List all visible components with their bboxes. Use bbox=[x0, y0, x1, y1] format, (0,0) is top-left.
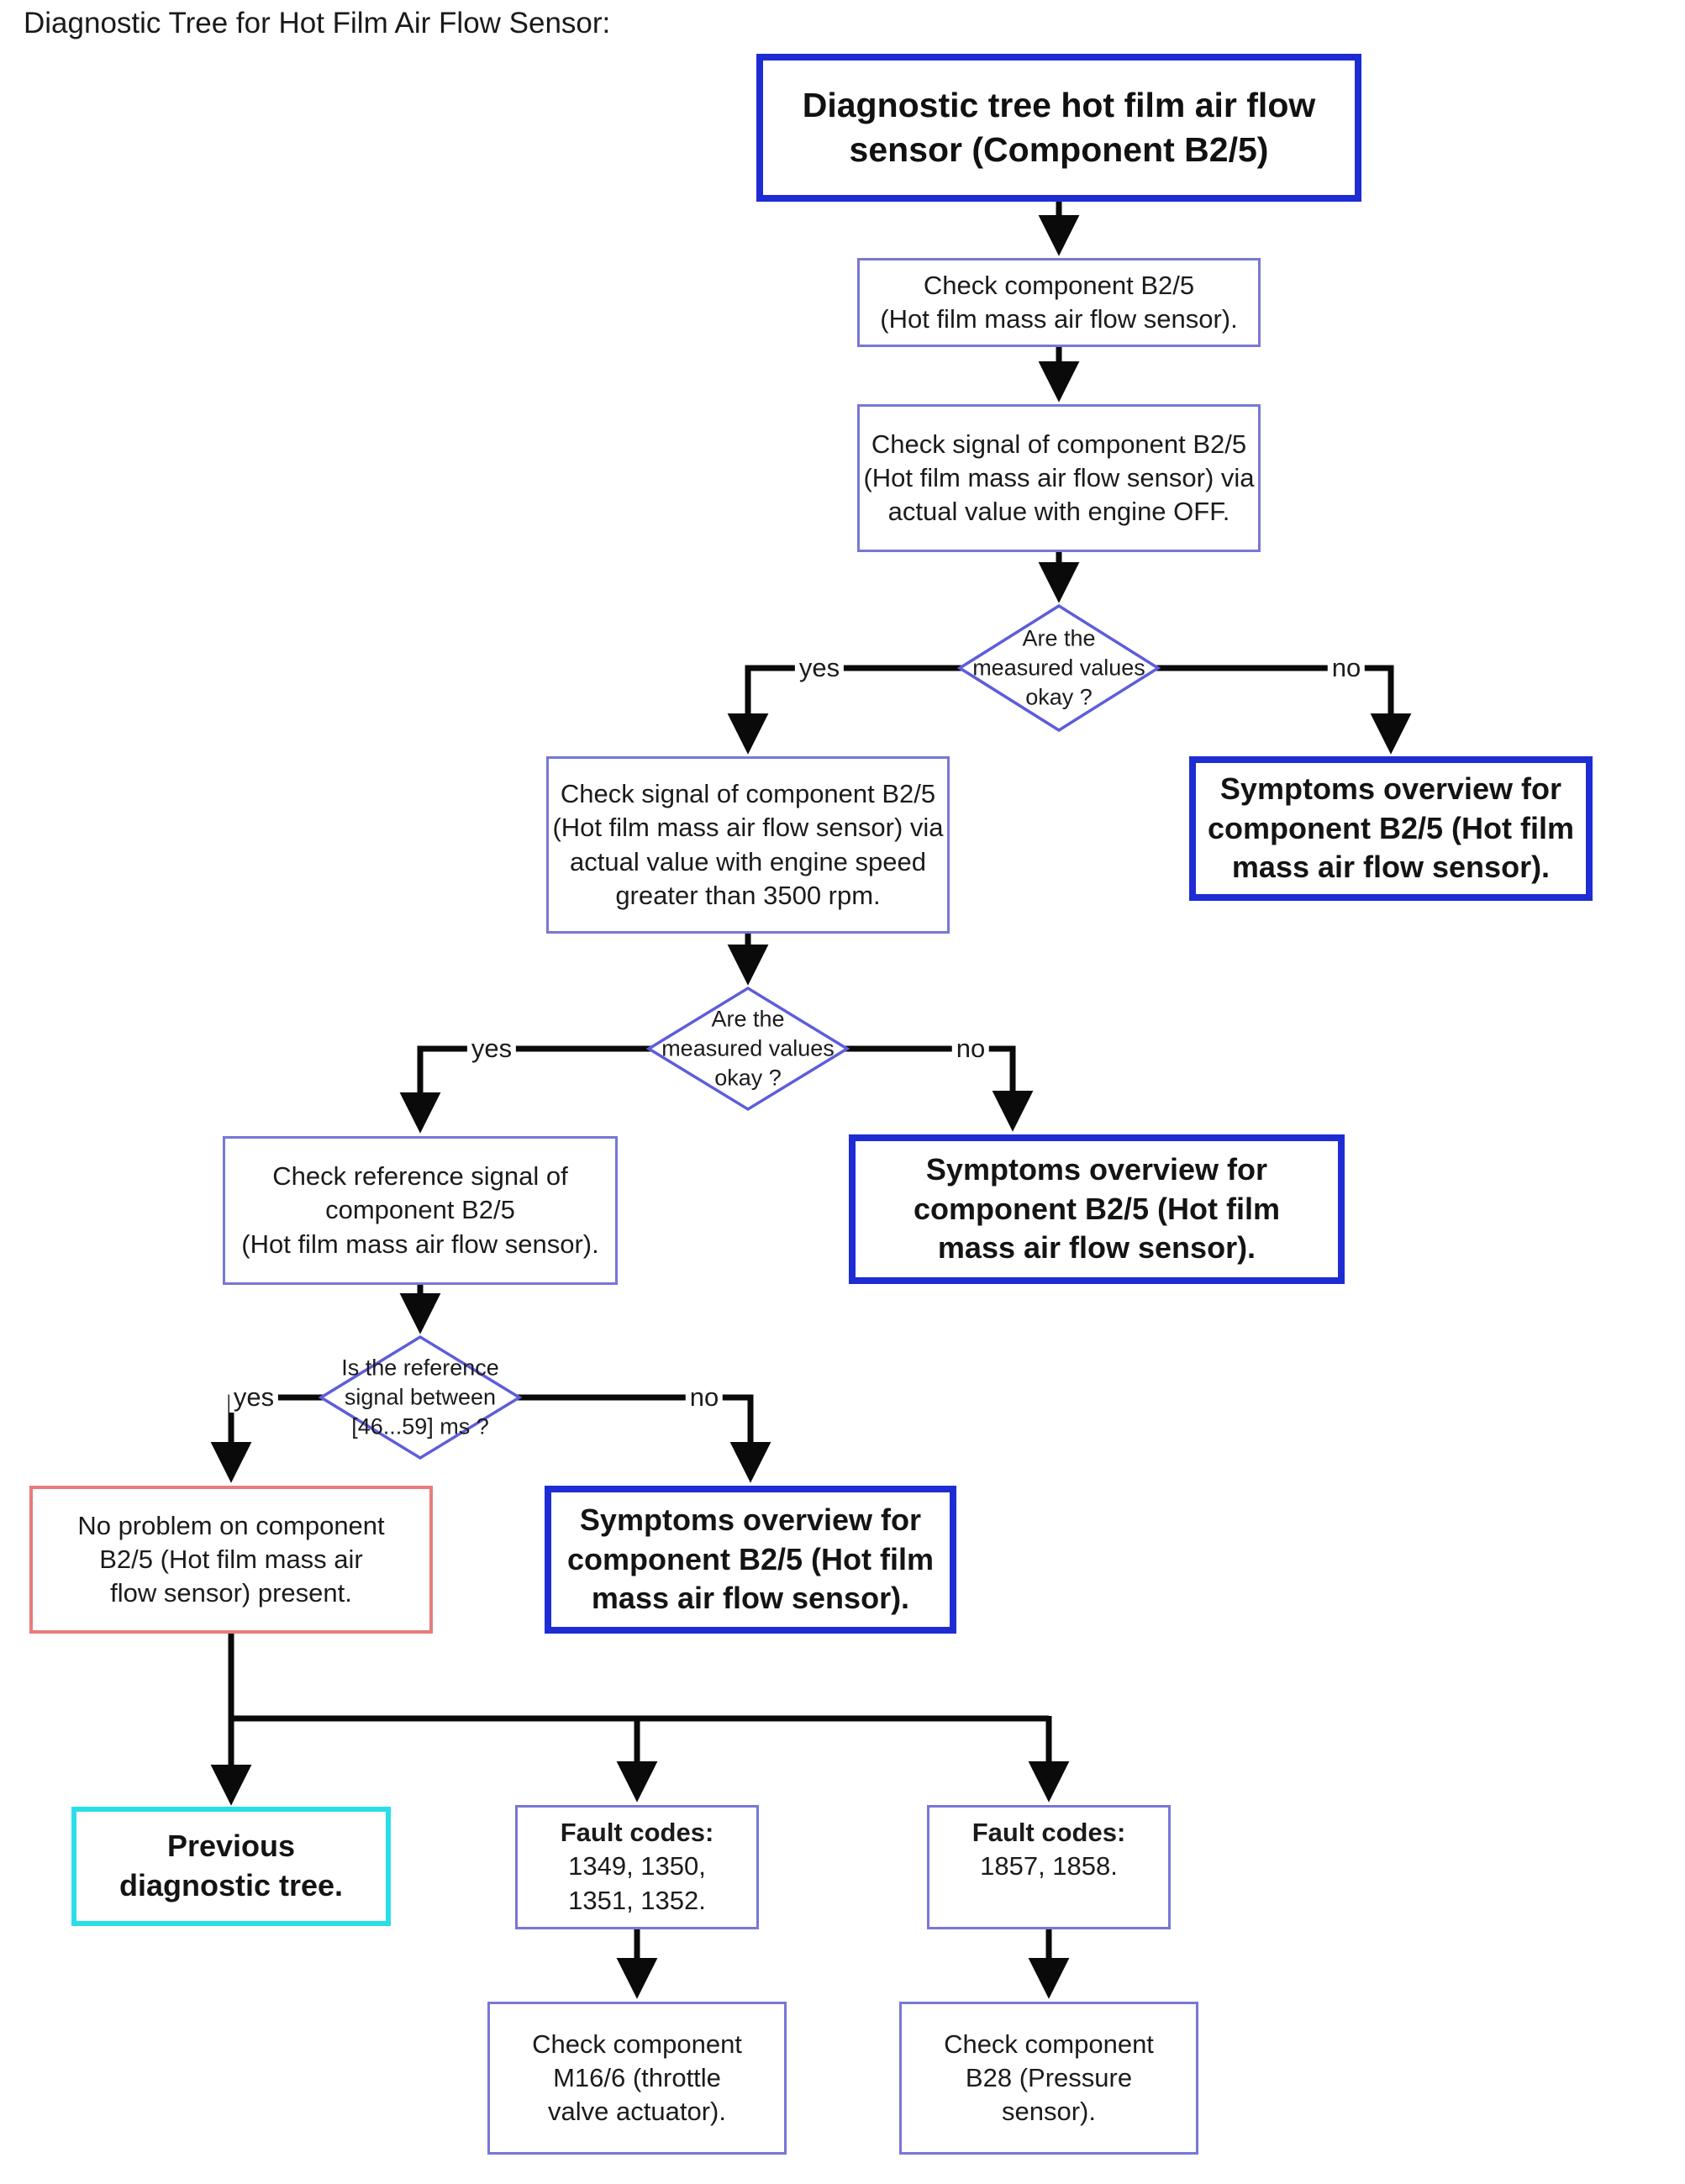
decision-diamond-measured-values-2 bbox=[645, 986, 850, 1112]
fault-codes-1-values: 1349, 1350, 1351, 1352. bbox=[568, 1851, 706, 1915]
node-check-signal-3500rpm: Check signal of component B2/5 (Hot film… bbox=[546, 756, 950, 934]
edge-decision1-no bbox=[1151, 665, 1412, 755]
label-no-1: no bbox=[1327, 653, 1366, 683]
decision-text-measured-values-1: Are the measured values okay ? bbox=[972, 625, 1145, 710]
fault-codes-2-values: 1857, 1858. bbox=[980, 1851, 1118, 1881]
node-check-reference-signal: Check reference signal of component B2/5… bbox=[223, 1136, 618, 1285]
decision-text-reference-signal: Is the reference signal between [46...59… bbox=[341, 1355, 499, 1439]
edge-decision2-no bbox=[840, 1045, 1034, 1132]
decision-diamond-reference-signal bbox=[318, 1334, 523, 1460]
decision-diamond-measured-values-1 bbox=[956, 603, 1161, 733]
node-symptoms-overview-3: Symptoms overview for component B2/5 (Ho… bbox=[545, 1486, 956, 1634]
node-check-signal-engine-off: Check signal of component B2/5 (Hot film… bbox=[857, 404, 1261, 552]
label-yes-3: yes bbox=[229, 1382, 279, 1413]
node-check-m16-6: Check component M16/6 (throttle valve ac… bbox=[487, 2002, 787, 2155]
decision-text-measured-values-2: Are the measured values okay ? bbox=[661, 1006, 835, 1091]
label-yes-1: yes bbox=[794, 653, 845, 683]
edge-decision2-yes bbox=[399, 1045, 656, 1134]
edge-decision1-yes bbox=[727, 665, 966, 755]
node-symptoms-overview-1: Symptoms overview for component B2/5 (Ho… bbox=[1189, 756, 1593, 901]
label-no-2: no bbox=[951, 1034, 990, 1064]
node-no-problem: No problem on component B2/5 (Hot film m… bbox=[29, 1486, 433, 1634]
page-title: Diagnostic Tree for Hot Film Air Flow Se… bbox=[24, 7, 611, 39]
label-no-3: no bbox=[685, 1382, 724, 1413]
fault-codes-2-title: Fault codes: bbox=[972, 1818, 1126, 1847]
label-yes-2: yes bbox=[466, 1034, 517, 1064]
fault-codes-1-title: Fault codes: bbox=[560, 1818, 714, 1847]
node-root: Diagnostic tree hot film air flow sensor… bbox=[756, 54, 1361, 202]
node-previous-diagnostic-tree: Previous diagnostic tree. bbox=[71, 1807, 391, 1926]
node-fault-codes-1: Fault codes: 1349, 1350, 1351, 1352. bbox=[515, 1805, 759, 1929]
node-check-b28: Check component B28 (Pressure sensor). bbox=[899, 2002, 1198, 2155]
node-check-component: Check component B2/5 (Hot film mass air … bbox=[857, 258, 1261, 347]
node-symptoms-overview-2: Symptoms overview for component B2/5 (Ho… bbox=[849, 1134, 1345, 1284]
edge-decision3-no bbox=[513, 1394, 771, 1483]
node-fault-codes-2: Fault codes: 1857, 1858. bbox=[927, 1805, 1171, 1929]
